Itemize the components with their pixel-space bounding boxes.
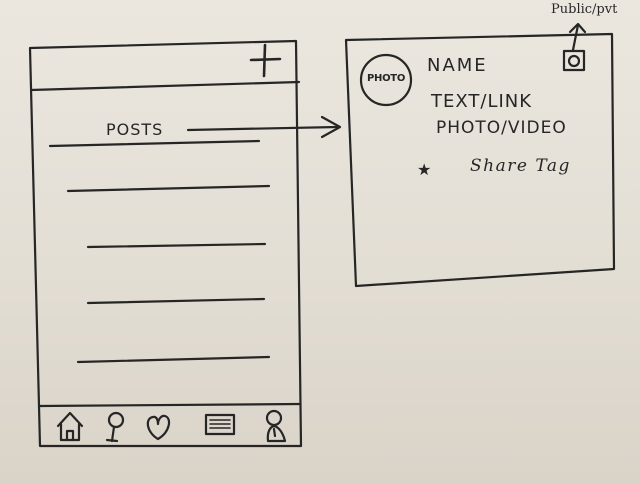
privacy-arrow [570, 24, 585, 50]
tab-bar-divider [39, 404, 300, 406]
posts-label: POSTS [106, 120, 164, 139]
avatar-photo-label: PHOTO [367, 73, 406, 84]
add-post-button[interactable] [251, 45, 280, 76]
heart-icon[interactable] [148, 416, 169, 439]
phone-frame [30, 41, 301, 446]
share-bullet: ★ [417, 160, 432, 179]
header-divider [31, 82, 299, 90]
posts-arrow [188, 117, 340, 137]
text-link-label: TEXT/LINK [431, 91, 533, 112]
public-private-note: Public/pvt [551, 2, 618, 17]
share-tag-label[interactable]: Share Tag [470, 156, 571, 176]
feed-line-4 [88, 299, 264, 303]
gallery-icon[interactable] [206, 415, 234, 434]
home-icon[interactable] [58, 413, 82, 440]
post-card [346, 34, 614, 286]
privacy-toggle-icon[interactable] [564, 51, 584, 70]
feed-line-2 [68, 186, 269, 191]
feed-line-5 [78, 357, 269, 362]
feed-line-1 [50, 141, 259, 146]
profile-icon[interactable] [267, 411, 285, 441]
location-pin-icon[interactable] [107, 413, 123, 441]
photo-video-label: PHOTO/VIDEO [436, 118, 567, 138]
avatar-photo [361, 55, 411, 105]
name-label: NAME [427, 55, 488, 76]
feed-line-3 [88, 244, 265, 247]
